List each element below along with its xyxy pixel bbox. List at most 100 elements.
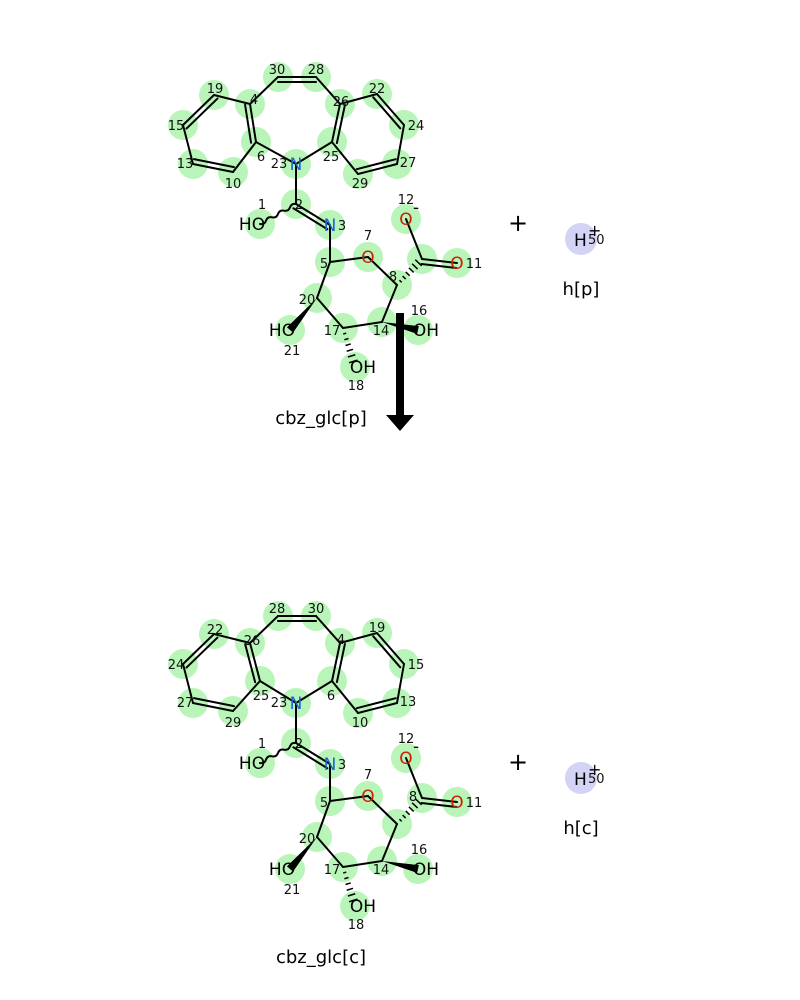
bond bbox=[339, 93, 378, 105]
proton-symbol: H bbox=[574, 770, 587, 790]
bond bbox=[249, 615, 279, 644]
bond bbox=[396, 663, 405, 704]
bond bbox=[292, 746, 329, 770]
hash-bond bbox=[405, 271, 411, 277]
atom-index-50: 50 bbox=[588, 772, 605, 787]
atom-index-30: 30 bbox=[269, 63, 286, 78]
bond bbox=[420, 801, 458, 808]
bond bbox=[249, 103, 257, 143]
hash-bond bbox=[398, 279, 403, 283]
atom-symbol-O7: O bbox=[361, 787, 374, 807]
bond bbox=[367, 795, 398, 825]
proton-top: H + 50 bbox=[565, 221, 605, 255]
hash-bond bbox=[344, 337, 349, 341]
proton-charge: + bbox=[588, 221, 601, 240]
bond bbox=[357, 163, 398, 175]
hash-bond bbox=[408, 267, 415, 273]
atom-symbol-O16: OH bbox=[413, 321, 439, 341]
atom-index-20: 20 bbox=[299, 832, 316, 847]
hash-bond bbox=[347, 893, 356, 897]
bond bbox=[355, 158, 397, 171]
proton-label-bottom: h[c] bbox=[563, 818, 598, 839]
atom-index-24: 24 bbox=[168, 658, 185, 673]
hash-bond bbox=[346, 348, 354, 352]
bond bbox=[295, 680, 333, 704]
atom-symbol-O11: O bbox=[450, 254, 463, 274]
atom-index-24: 24 bbox=[408, 119, 425, 134]
atom-index-18: 18 bbox=[348, 918, 365, 933]
bond bbox=[421, 258, 458, 264]
bond bbox=[342, 860, 383, 868]
atom-index-10: 10 bbox=[352, 716, 369, 731]
atom-symbol-O11: O bbox=[450, 793, 463, 813]
atom-symbol-O12: O bbox=[399, 210, 412, 230]
bond bbox=[316, 297, 344, 329]
atom-index-8: 8 bbox=[389, 270, 397, 285]
bond bbox=[213, 94, 251, 105]
atom-index-19: 19 bbox=[207, 82, 224, 97]
bond bbox=[315, 76, 341, 105]
proton-bottom: H + 50 bbox=[565, 760, 605, 794]
bond bbox=[376, 93, 405, 126]
hash-bond bbox=[344, 876, 349, 880]
bond bbox=[357, 702, 398, 714]
bond bbox=[367, 256, 398, 286]
hash-bond bbox=[405, 810, 411, 816]
bond bbox=[372, 635, 402, 669]
bond bbox=[331, 680, 359, 714]
bond bbox=[331, 103, 341, 143]
atom-index-26: 26 bbox=[244, 634, 261, 649]
bond bbox=[315, 615, 341, 644]
atom-index-4: 4 bbox=[250, 93, 258, 108]
bond bbox=[185, 636, 219, 669]
bond bbox=[355, 697, 397, 710]
atom-symbol-O18: OH bbox=[350, 358, 376, 378]
atom-index-29: 29 bbox=[352, 177, 369, 192]
atom-index-23: 23 bbox=[271, 157, 288, 172]
atom-index-11: 11 bbox=[466, 796, 483, 811]
wavy-bond bbox=[259, 202, 297, 226]
atom-index-27: 27 bbox=[400, 156, 417, 171]
atom-index-50: 50 bbox=[588, 233, 605, 248]
plus-sign-top: + bbox=[508, 209, 528, 237]
wavy-bond bbox=[259, 741, 297, 765]
atom-index-6: 6 bbox=[327, 689, 335, 704]
atom-index-2: 2 bbox=[295, 198, 303, 213]
atom-symbol-N3: N bbox=[324, 755, 337, 775]
atom-index-7: 7 bbox=[364, 768, 372, 783]
bond bbox=[331, 141, 359, 175]
bond bbox=[244, 643, 257, 684]
atom-index-18: 18 bbox=[348, 379, 365, 394]
wedge-bond bbox=[286, 837, 317, 872]
bond bbox=[316, 261, 331, 299]
hash-bond bbox=[342, 871, 347, 874]
hash-bond bbox=[414, 798, 423, 806]
atom-index-12: 12 bbox=[398, 193, 415, 208]
bond bbox=[381, 284, 398, 323]
bond bbox=[192, 697, 235, 708]
atom-index-17: 17 bbox=[324, 863, 341, 878]
bond bbox=[182, 663, 194, 704]
molecule-label-bottom: cbz_glc[c] bbox=[276, 947, 366, 968]
atom-index-19: 19 bbox=[369, 621, 386, 636]
atom-symbol-N23: N bbox=[290, 155, 303, 175]
atom-index-3: 3 bbox=[338, 758, 346, 773]
bond bbox=[339, 632, 378, 644]
bond bbox=[421, 797, 458, 803]
atom-symbol-O1: HO bbox=[239, 754, 265, 774]
atom-index-5: 5 bbox=[320, 796, 328, 811]
atom-symbol-O16: OH bbox=[413, 860, 439, 880]
proton-charge: + bbox=[588, 760, 601, 779]
bond bbox=[316, 800, 331, 838]
atom-symbol-O1: HO bbox=[239, 215, 265, 235]
bond bbox=[255, 141, 297, 165]
atom-index-23: 23 bbox=[271, 696, 288, 711]
hash-bond bbox=[414, 259, 423, 267]
hash-bond bbox=[398, 818, 403, 822]
hash-bond bbox=[348, 359, 358, 364]
atom-index-20: 20 bbox=[299, 293, 316, 308]
wedge-bond bbox=[382, 861, 419, 873]
bonds bbox=[182, 615, 458, 903]
